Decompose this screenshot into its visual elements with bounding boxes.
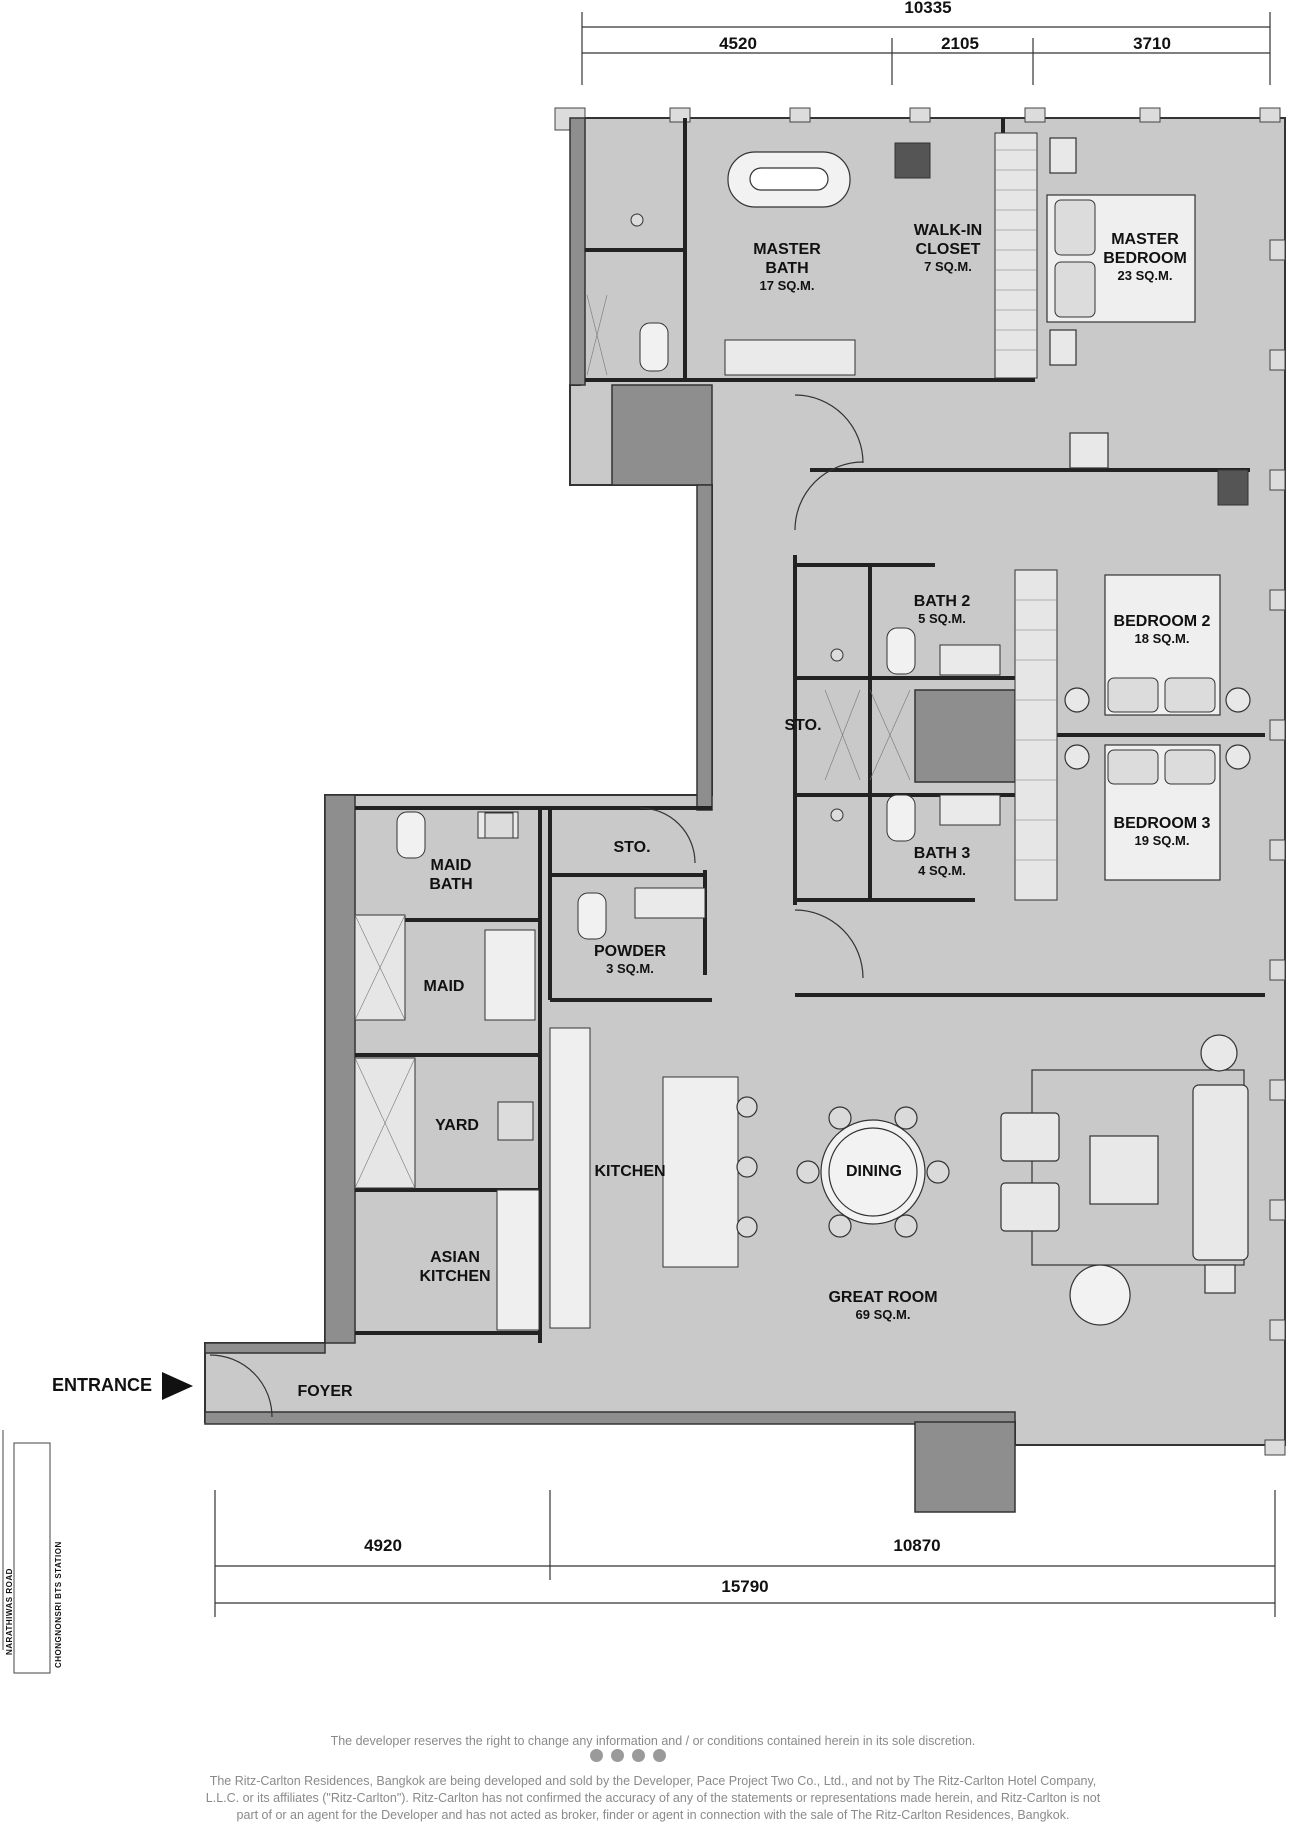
master-bath-area: 17 SQ.M.: [759, 278, 815, 294]
master-bedroom-area: 23 SQ.M.: [1117, 268, 1173, 284]
dot: [590, 1749, 603, 1762]
label-yard: YARD: [435, 1116, 479, 1135]
bath2-area: 5 SQ.M.: [918, 611, 966, 627]
label-master-bath: MASTER BATH 17 SQ.M.: [753, 240, 821, 294]
yard-name: YARD: [435, 1117, 479, 1134]
dim-bottom-total: 15790: [721, 1577, 769, 1596]
dim-top-total: 10335: [904, 0, 952, 17]
master-bedroom-name-1: MASTER: [1111, 231, 1179, 248]
dim-top-segment-2: 2105: [941, 34, 979, 53]
label-asian-kitchen: ASIAN KITCHEN: [419, 1248, 490, 1286]
label-sto-left: STO.: [613, 838, 650, 857]
master-bedroom-name-2: BEDROOM: [1103, 250, 1187, 268]
bath2-name: BATH 2: [913, 593, 971, 610]
road-frame: [2, 1430, 51, 1674]
bath3-name: BATH 3: [913, 845, 971, 862]
maid-name: MAID: [423, 978, 465, 995]
bedroom2-area: 18 SQ.M.: [1134, 631, 1190, 647]
master-bath-name-2: BATH: [765, 260, 809, 278]
fixtures: [484, 142, 1249, 1141]
bath3-area: 4 SQ.M.: [918, 863, 966, 879]
label-great-room: GREAT ROOM 69 SQ.M.: [828, 1288, 937, 1323]
dim-bottom-segment-2: 10870: [893, 1536, 941, 1555]
label-maid: MAID: [424, 977, 465, 996]
maid-bath-name-2: BATH: [429, 876, 473, 894]
dining-set: [736, 1096, 950, 1238]
living-furniture: [1000, 137, 1251, 1326]
asian-kitchen-name-1: ASIAN: [430, 1249, 480, 1266]
top-dimension-lines: [581, 12, 1271, 85]
bedroom3-name: BEDROOM 3: [1113, 815, 1211, 832]
walk-in-closet-name-2: CLOSET: [915, 241, 981, 259]
label-sto-right: STO.: [784, 716, 821, 735]
great-room-name: GREAT ROOM: [828, 1289, 938, 1306]
entrance-label: ENTRANCE: [52, 1375, 153, 1395]
pillows: [1054, 199, 1216, 785]
label-master-bedroom: MASTER BEDROOM 23 SQ.M.: [1103, 230, 1187, 284]
structural-walls: [204, 117, 1016, 1513]
disclaimer-line-4: part of or an agent for the Developer an…: [236, 1808, 1070, 1822]
sto-right-name: STO.: [784, 717, 822, 734]
dining-name: DINING: [846, 1163, 902, 1180]
walk-in-closet-area: 7 SQ.M.: [924, 259, 972, 275]
label-bedroom2: BEDROOM 2 18 SQ.M.: [1114, 612, 1211, 647]
asian-kitchen-name-2: KITCHEN: [419, 1268, 491, 1286]
great-room-area: 69 SQ.M.: [855, 1307, 911, 1323]
disclaimer-line-1: The developer reserves the right to chan…: [330, 1734, 976, 1748]
pagination-dots: [590, 1749, 680, 1763]
label-powder: POWDER 3 SQ.M.: [594, 942, 666, 977]
toilets: [396, 322, 916, 940]
sto-left-name: STO.: [613, 839, 651, 856]
label-bath2: BATH 2 5 SQ.M.: [914, 592, 971, 627]
foyer-name: FOYER: [297, 1383, 353, 1400]
disclaimer-line-3: L.L.C. or its affiliates ("Ritz-Carlton"…: [205, 1791, 1101, 1805]
label-bedroom3: BEDROOM 3 19 SQ.M.: [1114, 814, 1211, 849]
dot: [632, 1749, 645, 1762]
entrance-arrow: [162, 1372, 193, 1400]
label-kitchen: KITCHEN: [594, 1162, 665, 1181]
road-label-narathiwas: NARATHIWAS ROAD: [5, 1568, 14, 1655]
dim-top-segment-3: 3710: [1133, 34, 1171, 53]
dot: [653, 1749, 666, 1762]
label-dining: DINING: [846, 1162, 902, 1181]
wardrobe-hatching: [354, 149, 1057, 1189]
master-bath-name-1: MASTER: [753, 241, 821, 258]
label-bath3: BATH 3 4 SQ.M.: [914, 844, 971, 879]
label-walk-in-closet: WALK-IN CLOSET 7 SQ.M.: [914, 221, 982, 275]
dot: [611, 1749, 624, 1762]
label-maid-bath: MAID BATH: [429, 856, 472, 894]
kitchen-name: KITCHEN: [594, 1163, 666, 1180]
maid-bath-name-1: MAID: [430, 857, 472, 874]
bedroom3-area: 19 SQ.M.: [1134, 833, 1190, 849]
walk-in-closet-name-1: WALK-IN: [913, 222, 983, 239]
powder-name: POWDER: [594, 943, 666, 960]
disclaimer-line-2: The Ritz-Carlton Residences, Bangkok are…: [209, 1774, 1097, 1788]
door-swings: [209, 394, 864, 1418]
bottom-dimension-lines: [214, 1490, 1276, 1617]
dim-bottom-segment-1: 4920: [364, 1536, 402, 1555]
label-foyer: FOYER: [297, 1382, 352, 1401]
powder-area: 3 SQ.M.: [606, 961, 654, 977]
dim-top-segment-1: 4520: [719, 34, 757, 53]
bathtub: [727, 151, 851, 208]
bedroom2-name: BEDROOM 2: [1113, 613, 1211, 630]
road-label-chongnonsri: CHONGNONSRI BTS STATION: [54, 1541, 63, 1668]
